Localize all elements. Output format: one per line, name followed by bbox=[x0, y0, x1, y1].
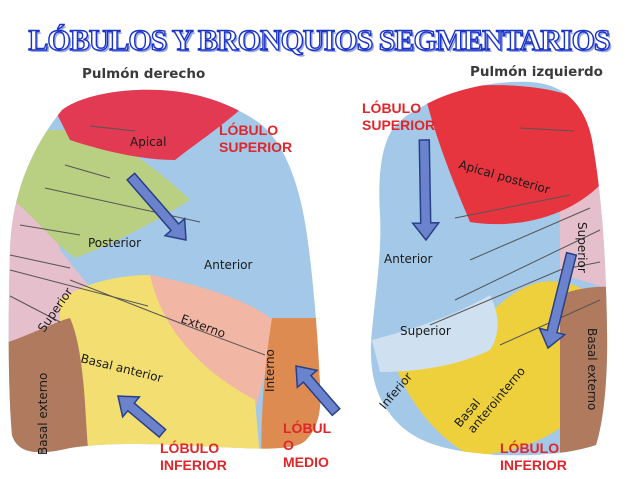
leader-line bbox=[9, 295, 61, 323]
slide-title: LÓBULOS Y BRONQUIOS SEGMENTARIOS bbox=[28, 23, 612, 57]
leader-line bbox=[519, 127, 575, 132]
lobe-label-right-medio: LÓBUL O MEDIO bbox=[283, 420, 332, 470]
label-anterior-right: Anterior bbox=[204, 258, 253, 272]
label-interno: Interno bbox=[263, 349, 277, 392]
basal-externo-region-right bbox=[8, 318, 90, 453]
label-posterior: Posterior bbox=[88, 236, 142, 250]
header-right-lung: Pulmón derecho bbox=[82, 66, 206, 82]
label-anterior-left: Anterior bbox=[384, 252, 433, 266]
arrow-right-medio bbox=[295, 365, 341, 417]
left-lung bbox=[370, 81, 608, 456]
superior-region-left bbox=[372, 295, 498, 372]
basal-externo-region-left bbox=[560, 286, 608, 456]
leader-line bbox=[454, 194, 571, 219]
arrow-right-inferior bbox=[117, 395, 167, 439]
right-lung bbox=[8, 89, 321, 453]
leader-line bbox=[429, 269, 561, 326]
lobe-label-right-inferior: LÓBULO INFERIOR bbox=[160, 440, 227, 473]
leader-line bbox=[9, 254, 71, 269]
label-apical: Apical bbox=[130, 135, 167, 149]
lobe-label-left-superior: LÓBULO SUPERIOR bbox=[362, 100, 436, 133]
superior-region-left-side bbox=[560, 170, 608, 300]
arrow-left-inferior bbox=[538, 251, 578, 350]
apical-region bbox=[40, 89, 270, 160]
apical-posterior-region bbox=[425, 85, 600, 225]
leader-line bbox=[64, 164, 111, 179]
posterior-region bbox=[8, 130, 190, 258]
label-superior-left-side: Superior bbox=[575, 222, 589, 273]
leader-line bbox=[44, 187, 201, 223]
basal-anterior-region bbox=[60, 275, 262, 453]
leader-line bbox=[454, 229, 601, 301]
header-left-lung: Pulmón izquierdo bbox=[470, 64, 603, 80]
leader-line bbox=[89, 125, 136, 132]
leader-line bbox=[19, 224, 81, 236]
arrow-right-superior bbox=[126, 172, 187, 241]
externo-region bbox=[150, 275, 275, 410]
label-basal-externo-left: Basal externo bbox=[585, 328, 599, 410]
leader-line bbox=[469, 207, 591, 261]
label-superior-left: Superior bbox=[400, 324, 451, 338]
arrow-left-superior bbox=[411, 139, 441, 242]
leader-line bbox=[9, 269, 149, 307]
inferior-region bbox=[395, 281, 585, 455]
label-basal-externo-right: Basal externo bbox=[36, 373, 50, 455]
leader-line bbox=[184, 324, 266, 356]
lobe-label-right-superior: LÓBULO SUPERIOR bbox=[219, 122, 293, 155]
leader-line bbox=[69, 279, 186, 326]
lobe-label-left-inferior: LÓBULO INFERIOR bbox=[500, 440, 567, 473]
